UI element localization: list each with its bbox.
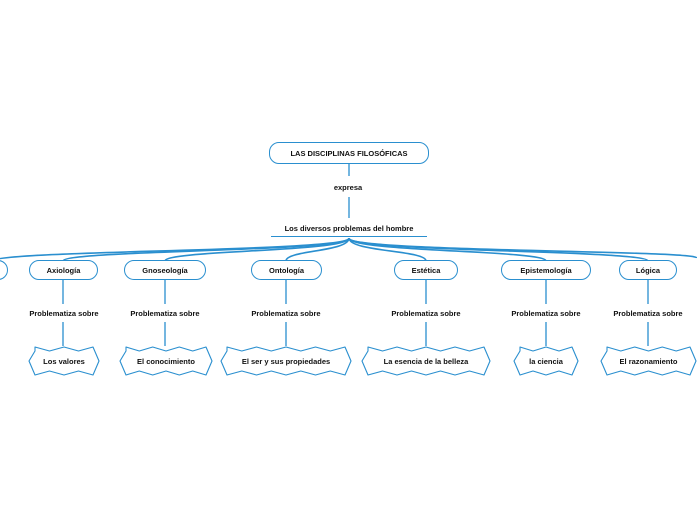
topic-label: Los diversos problemas del hombre xyxy=(284,223,414,233)
connector-branch-1 xyxy=(62,237,350,262)
leaf-label: La esencia de la belleza xyxy=(383,356,469,366)
leaf-starburst-shape xyxy=(220,346,352,376)
link-label-estetica: Problematiza sobre xyxy=(381,307,471,320)
leaf-starburst-shape xyxy=(28,346,100,376)
branch-node-axiologia[interactable]: Axiología xyxy=(29,260,98,280)
leaf-label: la ciencia xyxy=(529,356,563,366)
connector-branch-3 xyxy=(285,237,350,262)
branch-label: Ontología xyxy=(269,265,304,275)
leaf-label: Los valores xyxy=(43,356,85,366)
branch-node-estetica[interactable]: Estética xyxy=(394,260,458,280)
leaf-starburst-shape xyxy=(513,346,579,376)
root-label: LAS DISCIPLINAS FILOSÓFICAS xyxy=(290,148,408,158)
connector-branch-5 xyxy=(348,237,547,262)
root-node[interactable]: LAS DISCIPLINAS FILOSÓFICAS xyxy=(269,142,429,164)
link-text: Problematiza sobre xyxy=(29,309,99,318)
connector-branch-4 xyxy=(348,237,427,262)
link-text: Problematiza sobre xyxy=(391,309,461,318)
link-label-epistemologia: Problematiza sobre xyxy=(501,307,591,320)
link-label-gnoseologia: Problematiza sobre xyxy=(120,307,210,320)
link-text: Problematiza sobre xyxy=(613,309,683,318)
connector-branch-2 xyxy=(164,237,350,262)
leaf-label: El ser y sus propiedades xyxy=(241,356,331,366)
branch-node-gnoseologia[interactable]: Gnoseología xyxy=(124,260,206,280)
branch-node-epistemologia[interactable]: Epistemología xyxy=(501,260,591,280)
link-label-axiologia: Problematiza sobre xyxy=(19,307,109,320)
branch-label: Gnoseología xyxy=(142,265,188,275)
leaf-starburst-shape xyxy=(361,346,491,376)
leaf-node-los-valores[interactable]: Los valores xyxy=(29,346,99,376)
branch-node-logica[interactable]: Lógica xyxy=(619,260,677,280)
leaf-starburst-shape xyxy=(600,346,697,376)
link-text: Problematiza sobre xyxy=(511,309,581,318)
topic-node[interactable]: Los diversos problemas del hombre xyxy=(271,220,427,237)
leaf-label: El razonamiento xyxy=(619,356,678,366)
branch-label: Epistemología xyxy=(520,265,572,275)
branch-label: Lógica xyxy=(635,265,661,275)
connector-branch-7 xyxy=(348,237,697,259)
leaf-starburst-shape xyxy=(119,346,213,376)
leaf-node-la-ciencia[interactable]: la ciencia xyxy=(514,346,578,376)
leaf-node-el-ser[interactable]: El ser y sus propiedades xyxy=(221,346,351,376)
branch-label: Axiología xyxy=(46,265,81,275)
root-link-text: expresa xyxy=(333,182,363,192)
link-label-ontologia: Problematiza sobre xyxy=(241,307,331,320)
leaf-node-la-esencia[interactable]: La esencia de la belleza xyxy=(362,346,490,376)
leaf-label: El conocimiento xyxy=(137,356,195,366)
leaf-node-el-conocimiento[interactable]: El conocimiento xyxy=(120,346,212,376)
link-text: Problematiza sobre xyxy=(251,309,321,318)
leaf-node-el-razonamiento[interactable]: El razonamiento xyxy=(601,346,696,376)
root-link-label: expresa xyxy=(318,180,378,194)
link-label-logica: Problematiza sobre xyxy=(603,307,693,320)
link-text: Problematiza sobre xyxy=(130,309,200,318)
branch-node-ontologia[interactable]: Ontología xyxy=(251,260,322,280)
branch-label: Estética xyxy=(411,265,441,275)
